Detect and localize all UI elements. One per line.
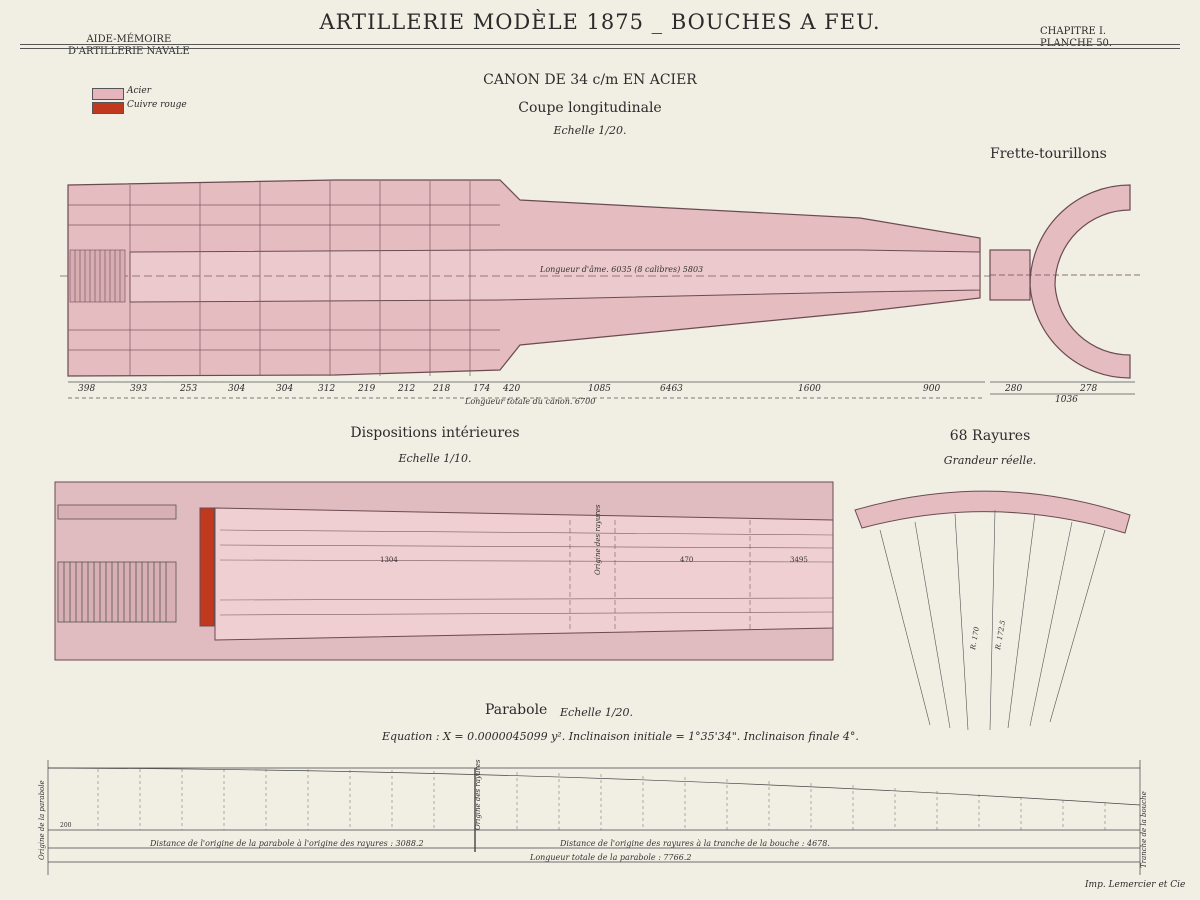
interior-breech-threads (57, 504, 177, 623)
sheet-title: ARTILLERIE MODÈLE 1875 _ BOUCHES A FEU. (319, 10, 881, 34)
frette-dim-1: 280 (1005, 384, 1023, 394)
interior-dim-2: 470 (680, 556, 693, 564)
gun-dim: 1600 (798, 384, 821, 394)
top-rule (20, 48, 1180, 49)
legend-swatch-copper (92, 102, 124, 114)
header-left: AIDE-MÉMOIRE D'ARTILLERIE NAVALE (68, 34, 190, 58)
gun-dim: 218 (433, 384, 451, 394)
interior-dim-3: 3495 (790, 556, 808, 564)
parabola-distance-1: Distance de l'origine de la parabole à l… (149, 839, 424, 848)
gun-dimension-row: 398 393 253 304 304 312 219 212 218 174 … (68, 384, 985, 396)
gun-dim: 312 (318, 384, 336, 394)
interior-origin-label: Origine des rayures (594, 504, 602, 575)
rifling-radius-2: R. 172.5 (994, 619, 1007, 651)
interior-bore-shading (219, 520, 834, 630)
gun-hoop-joints (68, 181, 500, 376)
gun-dim: 398 (78, 384, 96, 394)
gun-dim: 6463 (660, 384, 683, 394)
rifling-profile (854, 490, 1131, 731)
gun-dim: 393 (130, 384, 148, 394)
rifling-scale: Grandeur réelle. (943, 454, 1037, 467)
header-right: CHAPITRE I. PLANCHE 50. (1040, 26, 1112, 50)
main-section-subtitle: Coupe longitudinale (518, 100, 662, 116)
parabola-diagram (47, 760, 1141, 875)
legend-swatch-steel (92, 88, 124, 100)
top-rule-2 (20, 44, 1180, 45)
legend-label-copper: Cuivre rouge (127, 100, 187, 110)
interior-dim-1: 1304 (380, 556, 398, 564)
bore-length-label: Longueur d'âme. 6035 (8 calibres) 5803 (539, 265, 703, 274)
gun-dim: 253 (180, 384, 198, 394)
printer-credit: Imp. Lemercier et Cie (1085, 880, 1186, 890)
rifling-title: 68 Rayures (949, 428, 1031, 444)
gun-dim: 900 (923, 384, 941, 394)
interior-section (54, 481, 834, 661)
total-length-label: Longueur totale du canon. 6700 (464, 397, 595, 406)
gun-dim: 212 (398, 384, 416, 394)
main-section-scale: Echelle 1/20. (553, 124, 627, 137)
gun-dim: 304 (276, 384, 294, 394)
frette-dim-2: 278 (1080, 384, 1098, 394)
gun-dim: 174 (473, 384, 491, 394)
plate-label: PLANCHE 50. (1040, 38, 1112, 50)
header-left-line1: AIDE-MÉMOIRE (86, 34, 172, 45)
gun-dim: 1085 (588, 384, 611, 394)
parabola-title: Parabole (485, 702, 548, 718)
trunnion-hoop (989, 184, 1140, 379)
gun-dim: 304 (228, 384, 246, 394)
parabola-segment-label: 200 (60, 822, 72, 829)
parabola-total-length: Longueur totale de la parabole : 7766.2 (529, 853, 691, 862)
rifling-radius-1: R. 170 (969, 626, 981, 652)
breech-screw-threads (69, 249, 126, 303)
interior-title: Dispositions intérieures (350, 425, 520, 441)
parabola-ordinates (97, 769, 1106, 830)
chapter-label: CHAPITRE I. (1040, 26, 1107, 37)
frette-title: Frette-tourillons (990, 146, 1107, 162)
interior-scale: Echelle 1/10. (398, 452, 472, 465)
parabola-scale: Echelle 1/20. (560, 706, 634, 719)
parabola-mouth-label: Tranche de la bouche (1140, 791, 1148, 868)
frette-dim-3: 1036 (1055, 395, 1078, 405)
gun-dim: 219 (358, 384, 376, 394)
header-left-line2: D'ARTILLERIE NAVALE (68, 46, 190, 57)
main-section-title: CANON DE 34 c/m EN ACIER (483, 72, 697, 88)
parabola-origin-label: Origine de la parabole (38, 780, 46, 860)
gun-dim: 420 (503, 384, 521, 394)
legend-label-steel: Acier (127, 86, 152, 96)
parabola-equation: Equation : X = 0.0000045099 y². Inclinai… (382, 730, 859, 743)
parabola-distance-2: Distance de l'origine des rayures à la t… (559, 839, 830, 848)
parabola-rayures-label: Origine des rayures (474, 759, 482, 830)
